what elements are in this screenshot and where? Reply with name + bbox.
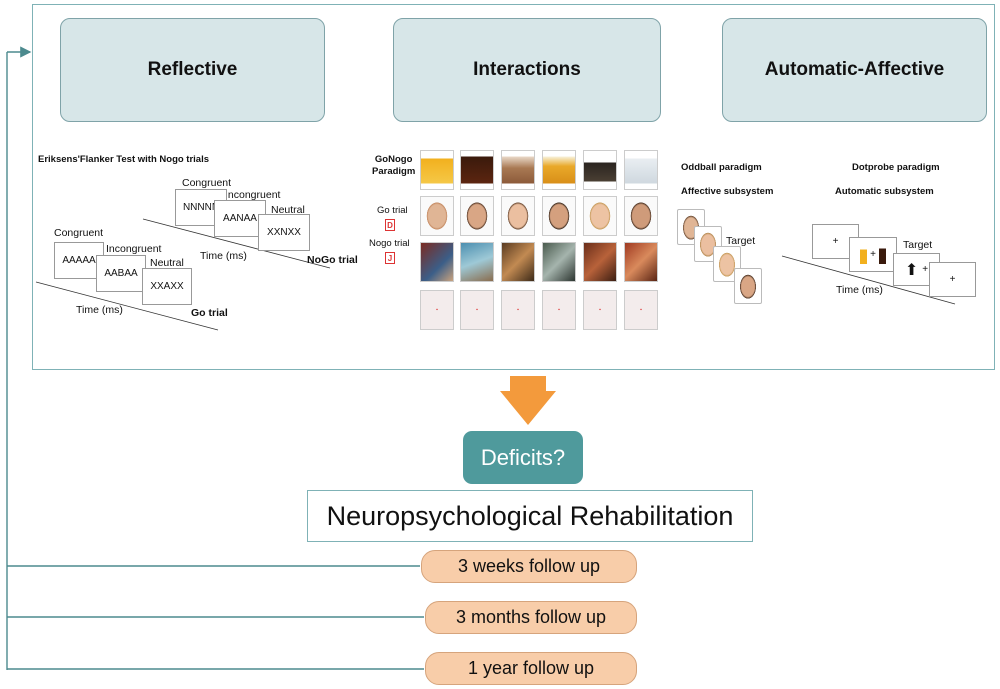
letter-screen-6: ▪	[624, 290, 658, 330]
go-neutral-label: Neutral	[150, 257, 184, 269]
category-reflective: Reflective	[60, 18, 325, 122]
go-congruent-label: Congruent	[54, 227, 104, 239]
dotprobe-plus-4: +	[949, 274, 956, 285]
gonogo-go-letter: D	[385, 219, 395, 231]
dotprobe-plus-1: +	[832, 236, 839, 247]
category-automatic-affective: Automatic-Affective	[722, 18, 987, 122]
face-image-4	[542, 196, 576, 236]
nogo-time-label: Time (ms)	[200, 250, 247, 262]
followup-3-months: 3 months follow up	[425, 601, 637, 634]
gonogo-title: GoNogo Paradigm	[372, 154, 415, 178]
gonogo-title-line1: GoNogo	[374, 154, 413, 165]
dotprobe-target-label: Target	[903, 239, 933, 251]
category-interactions: Interactions	[393, 18, 661, 122]
drink-beer-image	[420, 150, 454, 190]
face-image-6	[624, 196, 658, 236]
category-reflective-label: Reflective	[147, 59, 238, 80]
gonogo-nogo-trial-label: Nogo trial	[369, 238, 410, 249]
nogo-trial-label: NoGo trial	[307, 254, 358, 266]
oddball-subsystem: Affective subsystem	[681, 186, 774, 197]
drink-hot-chocolate-image	[501, 150, 535, 190]
deficits-box: Deficits?	[463, 431, 583, 484]
drink-water-jug-image	[624, 150, 658, 190]
oddball-target-label: Target	[726, 235, 756, 247]
letter-screen-1: ▪	[420, 290, 454, 330]
dotprobe-time-label: Time (ms)	[836, 284, 883, 296]
dotprobe-cue-screen: +	[849, 237, 897, 272]
go-stimulus-neutral: XXAXX	[142, 268, 192, 305]
oddball-face-3	[713, 246, 741, 282]
dotprobe-fixation-2: +	[929, 262, 976, 297]
face-image-1	[420, 196, 454, 236]
dotprobe-title: Dotprobe paradigm	[852, 162, 940, 173]
go-stimulus-congruent: AAAAA	[54, 242, 104, 279]
gonogo-go-trial-label: Go trial	[377, 205, 408, 216]
letter-screen-3: ▪	[501, 290, 535, 330]
drink-cola-image	[460, 150, 494, 190]
drink-coffee-image	[583, 150, 617, 190]
go-incongruent-label: Incongruent	[106, 243, 162, 255]
go-stimulus-incongruent: AABAA	[96, 255, 146, 292]
scene-image-1	[420, 242, 454, 282]
paradigms-frame	[32, 4, 995, 370]
dotprobe-plus-3: +	[922, 264, 929, 275]
nogo-congruent-label: Congruent	[182, 177, 232, 189]
rehabilitation-box: Neuropsychological Rehabilitation	[307, 490, 753, 542]
nogo-stimulus-neutral: XXNXX	[258, 214, 310, 251]
face-image-2	[460, 196, 494, 236]
gonogo-title-line2: Paradigm	[372, 166, 416, 177]
drink-beer-mug-image	[542, 150, 576, 190]
category-automatic-label: Automatic-Affective	[764, 59, 945, 80]
followup-3-weeks: 3 weeks follow up	[421, 550, 637, 583]
down-arrow	[500, 376, 556, 425]
scene-image-4	[542, 242, 576, 282]
face-image-3	[501, 196, 535, 236]
face-image-5	[583, 196, 617, 236]
gonogo-nogo-letter: J	[385, 252, 395, 264]
go-trial-label: Go trial	[191, 307, 228, 319]
letter-screen-2: ▪	[460, 290, 494, 330]
dotprobe-subsystem: Automatic subsystem	[835, 186, 934, 197]
nogo-incongruent-label: Incongruent	[225, 189, 281, 201]
oddball-title: Oddball paradigm	[681, 162, 762, 173]
category-interactions-label: Interactions	[473, 59, 581, 80]
dotprobe-cola-image	[878, 245, 886, 264]
scene-image-2	[460, 242, 494, 282]
dotprobe-beer-image	[860, 245, 868, 264]
go-time-label: Time (ms)	[76, 304, 123, 316]
dotprobe-plus-2: +	[870, 249, 876, 260]
scene-image-3	[501, 242, 535, 282]
followup-1-year: 1 year follow up	[425, 652, 637, 685]
flanker-title: Eriksens'Flanker Test with Nogo trials	[38, 154, 210, 165]
letter-screen-4: ▪	[542, 290, 576, 330]
letter-screen-5: ▪	[583, 290, 617, 330]
nogo-neutral-label: Neutral	[271, 204, 305, 216]
dotprobe-up-arrow-icon: ⬆	[904, 261, 919, 279]
scene-image-5	[583, 242, 617, 282]
scene-image-6	[624, 242, 658, 282]
oddball-face-4	[734, 268, 762, 304]
